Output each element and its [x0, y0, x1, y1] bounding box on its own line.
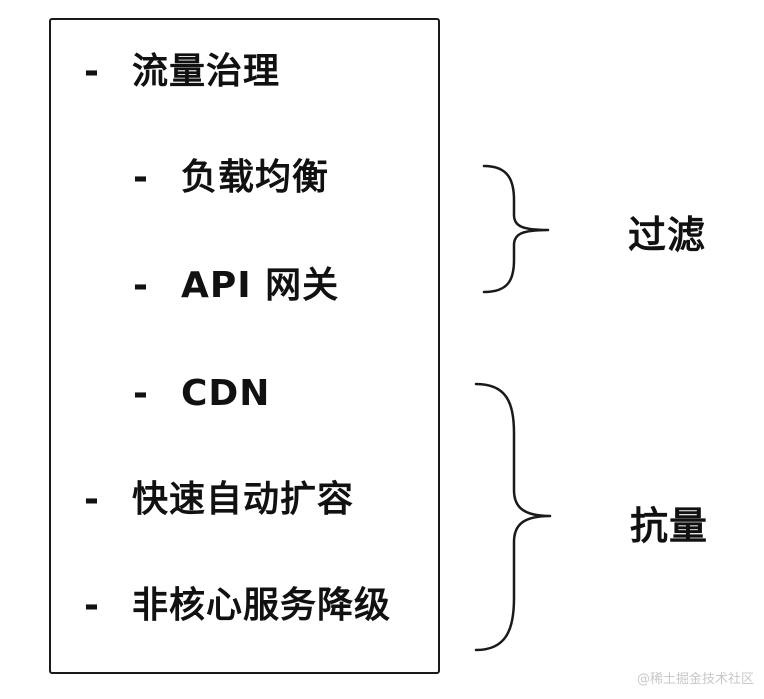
outline-item-auto-scaling: -快速自动扩容: [84, 480, 354, 520]
bullet-dash: -: [84, 51, 100, 92]
bullet-dash: -: [133, 373, 149, 414]
outline-item-cdn: -CDN: [133, 374, 270, 414]
filter-curly-bracket: [482, 164, 550, 294]
item-label: API 网关: [181, 265, 340, 306]
item-label: 快速自动扩容: [132, 479, 355, 520]
bullet-dash: -: [84, 585, 100, 626]
item-label: CDN: [181, 373, 271, 414]
outline-item-service-degradation: -非核心服务降级: [84, 586, 391, 626]
outline-box: [49, 18, 440, 674]
bullet-dash: -: [133, 265, 149, 306]
watermark: @稀土掘金技术社区: [636, 672, 754, 687]
bullet-dash: -: [133, 157, 149, 198]
group-label-filter: 过滤: [628, 213, 707, 257]
outline-item-load-balancing: -负载均衡: [133, 158, 329, 198]
item-label: 非核心服务降级: [132, 585, 392, 626]
bullet-dash: -: [84, 479, 100, 520]
group-label-resist: 抗量: [630, 504, 709, 548]
outline-item-traffic-governance: -流量治理: [84, 52, 280, 92]
item-label: 流量治理: [132, 51, 281, 92]
item-label: 负载均衡: [181, 157, 330, 198]
resist-curly-bracket: [474, 382, 552, 652]
outline-item-api-gateway: -API 网关: [133, 266, 339, 306]
